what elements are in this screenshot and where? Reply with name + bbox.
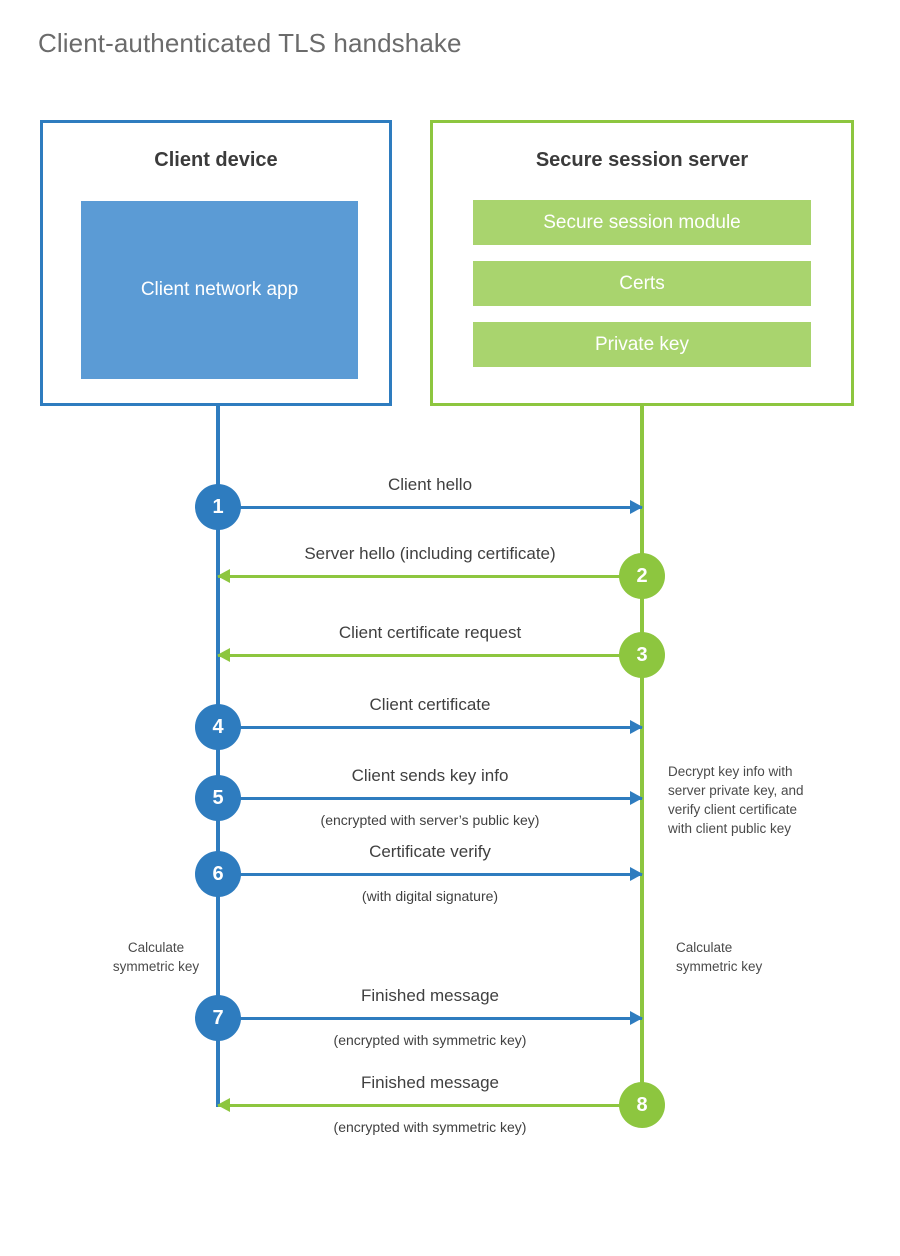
message-line-4 (218, 725, 642, 729)
message-line-6 (218, 872, 642, 876)
note-server-decrypt: Decrypt key info with server private key… (668, 764, 804, 837)
message-line-2 (218, 574, 642, 578)
client-device-title: Client device (154, 149, 278, 171)
message-label-7: Finished message (361, 986, 499, 1005)
message-label-6: Certificate verify (369, 842, 491, 861)
arrow-head-icon-7 (630, 1011, 643, 1025)
message-line-3 (218, 653, 642, 657)
message-label-5: Client sends key info (351, 766, 509, 785)
page-title: Client-authenticated TLS handshake (38, 28, 462, 58)
step-badge-7[interactable]: 7 (195, 995, 241, 1041)
message-label-3: Client certificate request (338, 623, 522, 642)
arrow-head-icon-8 (217, 1098, 230, 1112)
message-sublabel-7: (encrypted with symmetric key) (333, 1032, 527, 1048)
arrow-head-icon-5 (630, 791, 643, 805)
secure-session-server-title: Secure session server (535, 149, 749, 171)
server-module-secure-session-module: Secure session module (473, 200, 811, 245)
message-line-1 (218, 505, 642, 509)
message-sublabel-6: (with digital signature) (361, 888, 499, 904)
server-lifeline (640, 406, 644, 1107)
message-line-5 (218, 796, 642, 800)
message-line-7 (218, 1016, 642, 1020)
message-label-4: Client certificate (369, 695, 491, 714)
server-module-certs: Certs (473, 261, 811, 306)
step-badge-8[interactable]: 8 (619, 1082, 665, 1128)
arrow-head-icon-1 (630, 500, 643, 514)
step-badge-3[interactable]: 3 (619, 632, 665, 678)
message-label-1: Client hello (387, 475, 473, 494)
arrow-head-icon-4 (630, 720, 643, 734)
arrow-head-icon-6 (630, 867, 643, 881)
step-badge-4[interactable]: 4 (195, 704, 241, 750)
note-server-calculate-symmetric-key: Calculate symmetric key (676, 940, 763, 975)
step-badge-1[interactable]: 1 (195, 484, 241, 530)
step-badge-2[interactable]: 2 (619, 553, 665, 599)
server-module-private-key: Private key (473, 322, 811, 367)
message-label-8: Finished message (361, 1073, 499, 1092)
message-sublabel-5: (encrypted with server’s public key) (320, 812, 540, 828)
step-badge-5[interactable]: 5 (195, 775, 241, 821)
message-sublabel-8: (encrypted with symmetric key) (333, 1119, 527, 1135)
step-badge-6[interactable]: 6 (195, 851, 241, 897)
arrow-head-icon-2 (217, 569, 230, 583)
server-modules-list: Secure session module Certs Private key (473, 200, 811, 367)
message-label-2: Server hello (including certificate) (304, 544, 556, 563)
client-lifeline (216, 406, 220, 1107)
message-line-8 (218, 1103, 642, 1107)
client-network-app-block: Client network app (81, 201, 358, 379)
note-client-calculate-symmetric-key: Calculate symmetric key (112, 940, 200, 975)
secure-session-server-box: Secure session server Secure session mod… (430, 120, 854, 406)
client-device-box: Client device Client network app (40, 120, 392, 406)
arrow-head-icon-3 (217, 648, 230, 662)
